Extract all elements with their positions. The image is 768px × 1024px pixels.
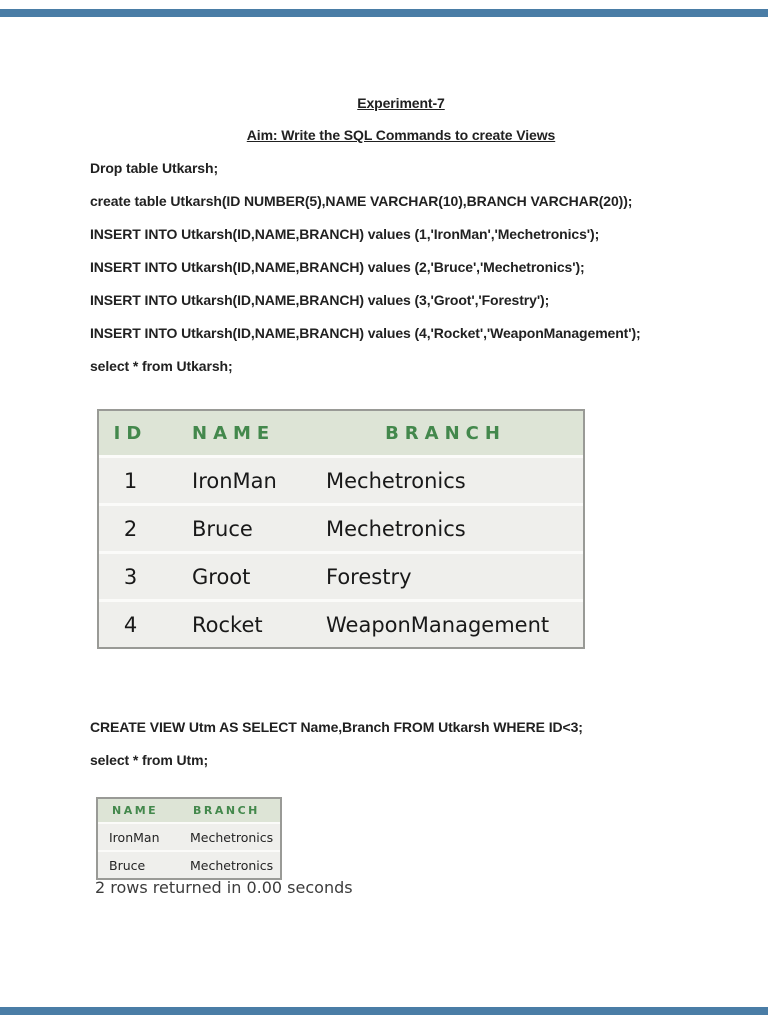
experiment-title: Experiment-7	[357, 95, 445, 111]
cell-id: 2	[123, 516, 138, 541]
sql-line-insert-4: INSERT INTO Utkarsh(ID,NAME,BRANCH) valu…	[90, 325, 641, 341]
cell-id: 4	[123, 612, 138, 637]
table-header-row: ID NAME BRANCH	[99, 411, 583, 455]
cell-name: Rocket	[192, 612, 263, 637]
table-row: 1 IronMan Mechetronics	[99, 458, 583, 503]
column-header-name: NAME	[192, 422, 276, 444]
cell-branch: Mechetronics	[326, 516, 466, 541]
table-row: 4 Rocket WeaponManagement	[99, 602, 583, 647]
rows-returned-status: 2 rows returned in 0.00 seconds	[95, 878, 353, 897]
cell-id: 3	[123, 564, 138, 589]
viewer-bottom-bar	[0, 1007, 768, 1015]
sql-line-insert-1: INSERT INTO Utkarsh(ID,NAME,BRANCH) valu…	[90, 226, 600, 242]
utm-view-result-table: NAME BRANCH IronMan Mechetronics Bruce M…	[96, 797, 282, 880]
column-header-id: ID	[113, 422, 148, 444]
cell-id: 1	[123, 468, 138, 493]
table-header-row: NAME BRANCH	[98, 799, 280, 822]
utkarsh-result-table: ID NAME BRANCH 1 IronMan Mechetronics 2 …	[97, 409, 585, 649]
table-row: 2 Bruce Mechetronics	[99, 506, 583, 551]
cell-branch: Mechetronics	[190, 829, 274, 845]
cell-name: Groot	[192, 564, 251, 589]
sql-line-select-view: select * from Utm;	[90, 752, 209, 768]
table-row: IronMan Mechetronics	[98, 824, 280, 850]
table-row: Bruce Mechetronics	[98, 852, 280, 878]
sql-line-insert-2: INSERT INTO Utkarsh(ID,NAME,BRANCH) valu…	[90, 259, 585, 275]
cell-branch: WeaponManagement	[326, 612, 550, 637]
cell-name: IronMan	[109, 829, 160, 845]
sql-line-create-view: CREATE VIEW Utm AS SELECT Name,Branch FR…	[90, 719, 583, 735]
sql-line-drop-table: Drop table Utkarsh;	[90, 160, 219, 176]
sql-line-select-all: select * from Utkarsh;	[90, 358, 233, 374]
cell-name: Bruce	[192, 516, 253, 541]
cell-branch: Mechetronics	[190, 857, 274, 873]
column-header-branch: BRANCH	[385, 422, 506, 444]
table-row: 3 Groot Forestry	[99, 554, 583, 599]
viewer-top-bar	[0, 9, 768, 17]
cell-branch: Mechetronics	[326, 468, 466, 493]
aim-subtitle: Aim: Write the SQL Commands to create Vi…	[246, 127, 556, 143]
column-header-name: NAME	[112, 804, 159, 817]
cell-branch: Forestry	[326, 564, 412, 589]
sql-line-insert-3: INSERT INTO Utkarsh(ID,NAME,BRANCH) valu…	[90, 292, 550, 308]
cell-name: Bruce	[109, 857, 146, 873]
column-header-branch: BRANCH	[193, 804, 260, 817]
cell-name: IronMan	[192, 468, 277, 493]
sql-line-create-table: create table Utkarsh(ID NUMBER(5),NAME V…	[90, 193, 633, 209]
